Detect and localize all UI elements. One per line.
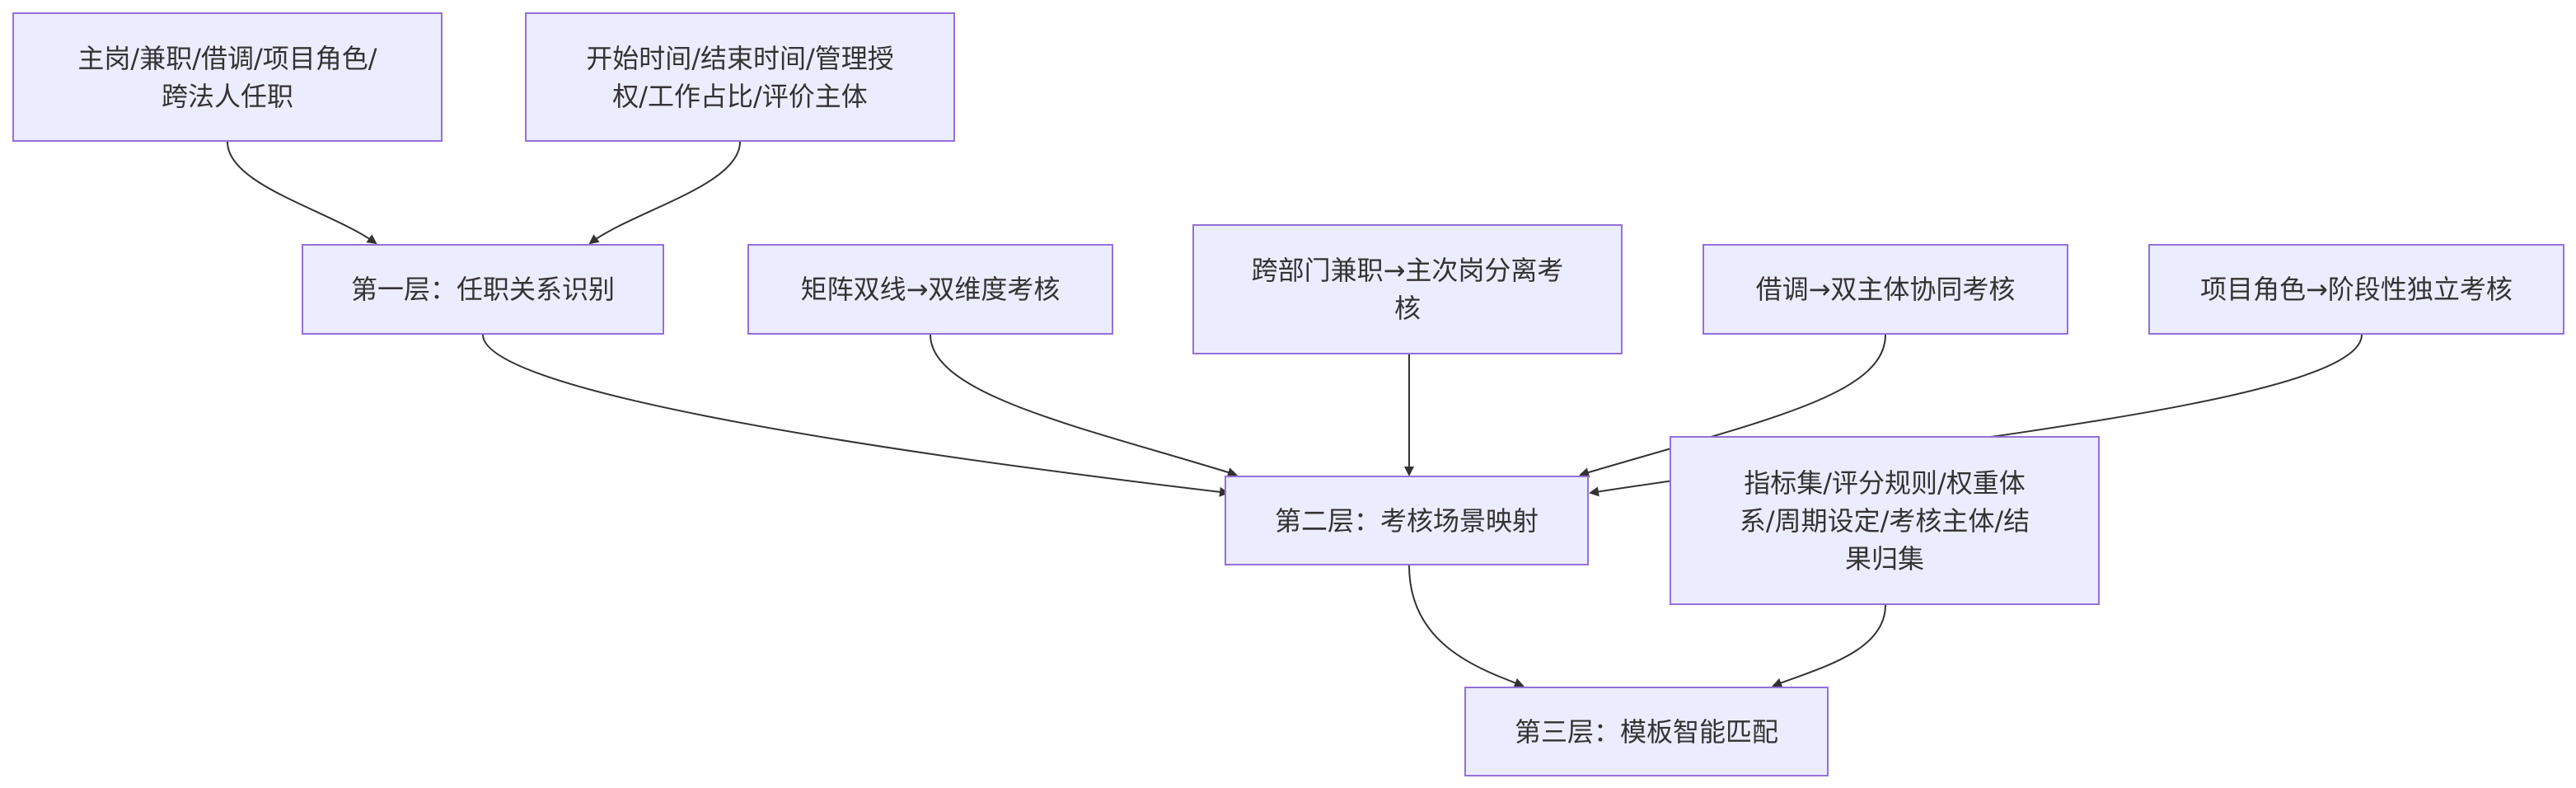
node-layer2: 第二层：考核场景映射 [1225, 476, 1589, 565]
edge-matrix-to-layer2 [930, 334, 1238, 477]
node-position-attributes-line1: 主岗/兼职/借调/项目角色/ [77, 42, 377, 74]
edge-time-to-layer1 [588, 141, 741, 245]
node-indicators-line1: 指标集/评分规则/权重体 [1744, 467, 2026, 499]
node-position-attributes: 主岗/兼职/借调/项目角色/ 跨法人任职 [12, 12, 443, 142]
node-cross-department: 跨部门兼职→主次岗分离考 核 [1192, 224, 1623, 354]
edge-indicators-to-layer3 [1772, 604, 1886, 688]
node-time-attributes-line2: 权/工作占比/评价主体 [612, 80, 868, 112]
node-secondment: 借调→双主体协同考核 [1703, 244, 2068, 335]
node-matrix-label: 矩阵双线→双维度考核 [800, 274, 1061, 305]
node-cross-department-line1: 跨部门兼职→主次岗分离考 [1251, 255, 1564, 286]
node-layer1-label: 第一层：任职关系识别 [350, 274, 615, 305]
node-matrix: 矩阵双线→双维度考核 [747, 244, 1113, 335]
node-cross-department-line2: 核 [1393, 293, 1421, 324]
edge-layer2-to-layer3 [1408, 565, 1525, 688]
node-layer3-label: 第三层：模板智能匹配 [1514, 715, 1778, 748]
node-layer3: 第三层：模板智能匹配 [1464, 687, 1829, 776]
node-time-attributes-line1: 开始时间/结束时间/管理授 [586, 42, 894, 74]
node-project-role-label: 项目角色→阶段性独立考核 [2200, 274, 2513, 305]
node-indicators-line3: 果归集 [1844, 542, 1924, 575]
edge-layer1-to-layer2 [482, 334, 1229, 497]
node-layer2-label: 第二层：考核场景映射 [1274, 504, 1539, 537]
node-time-attributes: 开始时间/结束时间/管理授 权/工作占比/评价主体 [525, 12, 955, 142]
node-project-role: 项目角色→阶段性独立考核 [2148, 244, 2564, 335]
edge-secondment-to-layer2 [1579, 334, 1886, 477]
node-indicators: 指标集/评分规则/权重体 系/周期设定/考核主体/结 果归集 [1670, 436, 2100, 605]
node-secondment-label: 借调→双主体协同考核 [1755, 274, 2016, 305]
node-indicators-line2: 系/周期设定/考核主体/结 [1739, 504, 2030, 537]
edge-attrs-to-layer1 [227, 141, 377, 245]
node-position-attributes-line2: 跨法人任职 [161, 80, 293, 112]
node-layer1: 第一层：任职关系识别 [302, 244, 664, 335]
